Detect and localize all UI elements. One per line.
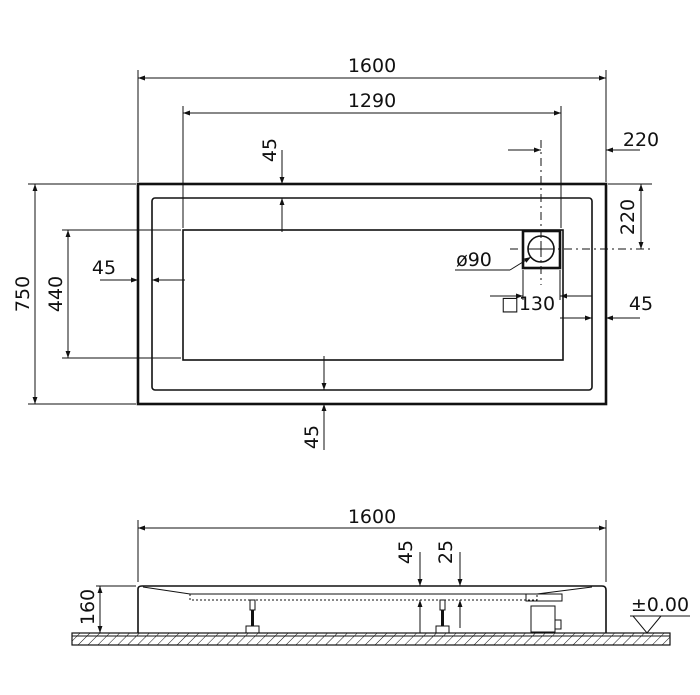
dim-drain-offset-y: 220: [617, 199, 639, 235]
leg: [245, 599, 260, 634]
side-view: 1600 160 45 25 ±0.00: [71, 506, 690, 646]
dim-height: 160: [77, 589, 99, 625]
dim-bottom-rim: 45: [301, 425, 323, 449]
leg: [435, 599, 450, 634]
dim-side-length: 1600: [348, 506, 396, 528]
dim-overall-length: 1600: [348, 55, 396, 77]
top-view: 1600 1290 45 220 220 ø90 □130 45: [12, 55, 659, 450]
dim-right-rim: 45: [629, 293, 653, 315]
tray-profile: [137, 585, 607, 633]
dim-drain-offset-x: 220: [623, 129, 659, 151]
dim-drain-diameter: ø90: [456, 249, 492, 271]
dim-top-rim: 45: [259, 138, 281, 162]
floor-level-label: ±0.00: [631, 594, 689, 616]
tray-rim: [151, 197, 593, 391]
level-triangle-icon: [630, 615, 690, 634]
tray-base-grid: [189, 593, 538, 601]
floor-hatch: [71, 632, 671, 646]
dim-overall-width: 750: [12, 276, 34, 312]
dim-drain-square: □130: [501, 293, 555, 315]
dim-inner-length: 1290: [348, 90, 396, 112]
dim-inner-width: 440: [45, 276, 67, 312]
dim-left-rim: 45: [92, 257, 116, 279]
dim-depth-25: 25: [435, 540, 457, 564]
drain-trap: [525, 593, 563, 633]
tray-outline: [136, 182, 608, 406]
dim-depth-45: 45: [395, 540, 417, 564]
